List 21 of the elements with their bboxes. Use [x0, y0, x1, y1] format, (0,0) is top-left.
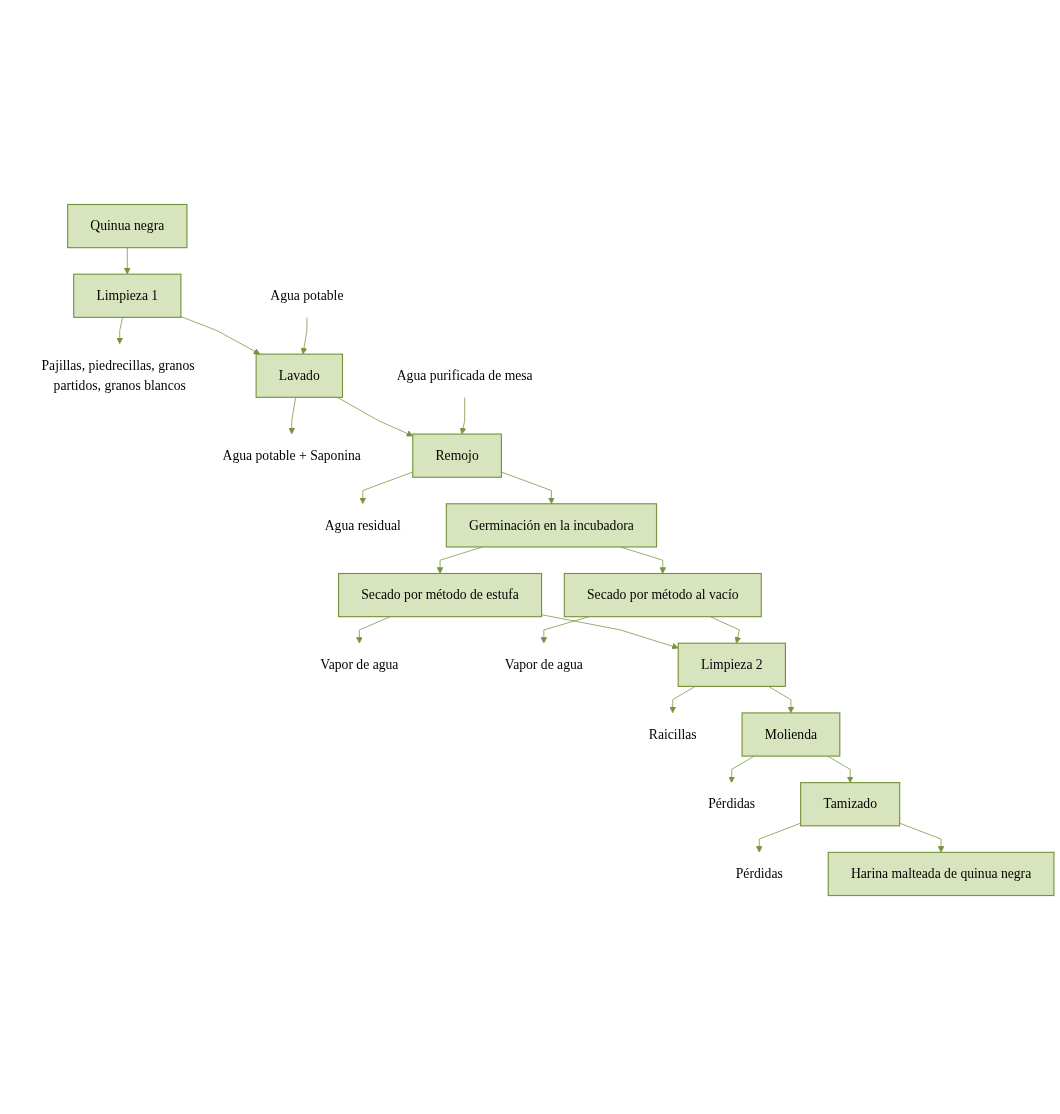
node-box: Remojo	[412, 433, 502, 478]
node-box: Molienda	[741, 712, 841, 757]
node-text: Agua purificada de mesa	[396, 367, 533, 383]
node-text: Pajillas, piedrecillas, granos partidos, granos blancos	[41, 357, 195, 394]
node-text: Raicillas	[648, 726, 697, 742]
node-text: Vapor de agua	[320, 656, 399, 672]
node-box: Quinua negra	[67, 203, 188, 249]
node-text: Agua potable + Saponina	[222, 447, 361, 463]
node-text: Pérdidas	[708, 796, 756, 812]
node-text: Agua residual	[324, 517, 401, 533]
node-text: Pérdidas	[735, 865, 783, 882]
node-box: Limpieza 2	[677, 642, 786, 687]
node-box: Germinación en la incubadora	[445, 503, 658, 548]
node-box: Tamizado	[800, 782, 901, 827]
node-box: Limpieza 1	[73, 273, 182, 318]
node-box: Secado por método al vacío	[563, 572, 762, 618]
node-text: Agua potable	[270, 287, 344, 303]
node-text: Vapor de agua	[504, 656, 583, 672]
node-box: Lavado	[255, 353, 344, 398]
node-box: Secado por método de estufa	[338, 572, 543, 618]
node-box: Harina malteada de quinua negra	[827, 851, 1055, 897]
